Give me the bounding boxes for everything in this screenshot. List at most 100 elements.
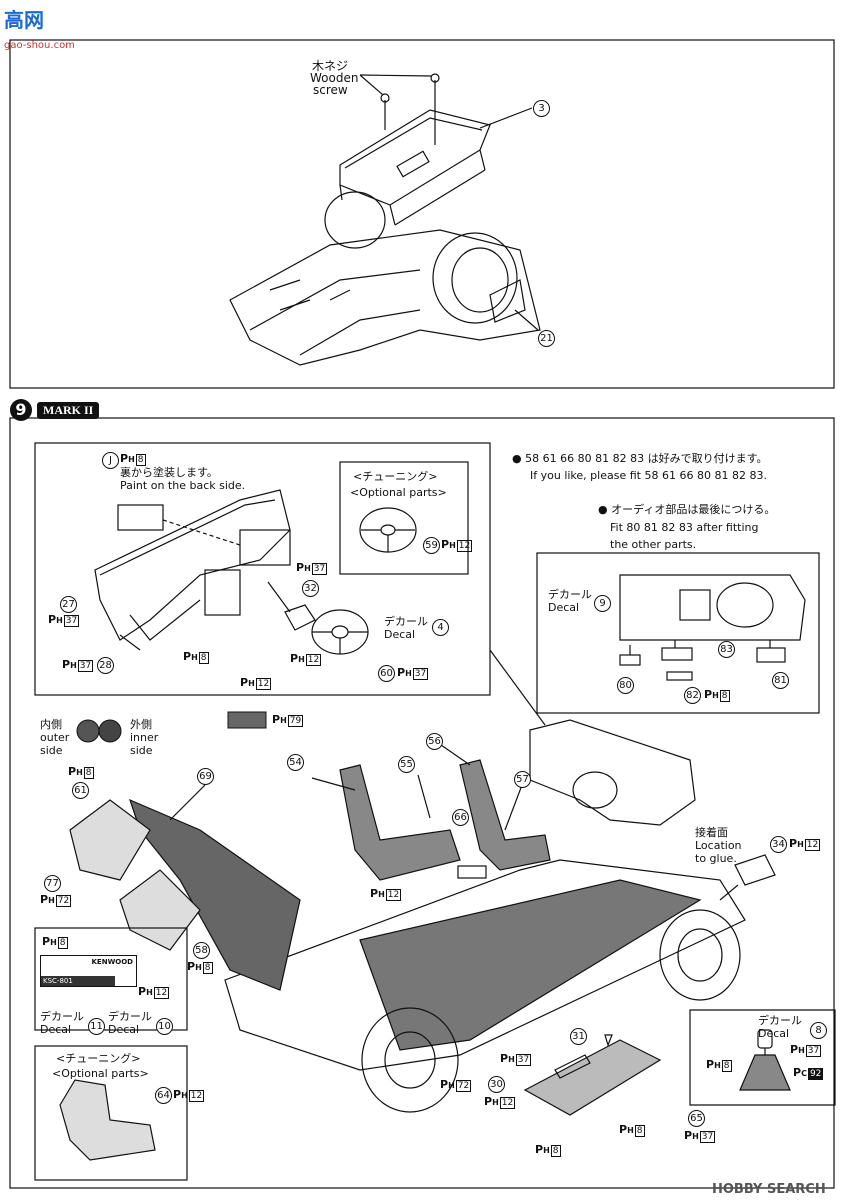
shift-boot [739, 1054, 791, 1091]
part-66 [457, 865, 487, 879]
part-number-77: 77 [44, 875, 61, 892]
wood-screw-2 [430, 73, 440, 83]
tuning-label-jp: <チューニング> [353, 470, 438, 483]
note-part: 80 [696, 469, 711, 482]
part-number-54: 54 [287, 754, 304, 771]
front-wheel-left [361, 1007, 459, 1113]
note-text-jp: は好みで取り付けます。 [647, 452, 768, 465]
decal-number-11: 11 [88, 1018, 105, 1035]
part-number-64: 64 [155, 1087, 172, 1104]
step9-frame [9, 417, 835, 1189]
note-optional-jp: ● 58 61 66 80 81 82 83 は好みで取り付けます。 [512, 452, 768, 465]
paint-code: 12 [255, 678, 272, 690]
note-text-en: If you like, please fit [530, 469, 641, 482]
kenwood-box [34, 927, 188, 1031]
step8-frame [9, 39, 835, 389]
model-label: MARK II [43, 403, 94, 417]
dashboard-27 [94, 489, 291, 641]
seat-54-55 [339, 764, 461, 881]
rear-wheel-arch [432, 232, 518, 324]
paint-code: 8 [57, 937, 68, 949]
paint-code: 79 [287, 715, 304, 727]
audio-detail-box [536, 552, 820, 714]
watermark-bottom: HOBBY SEARCH [712, 1182, 826, 1197]
floor-carpet-72 [359, 879, 702, 1051]
paint-code: 12 [188, 1090, 205, 1102]
paint-code: 12 [804, 839, 821, 851]
chassis-floor [229, 229, 541, 366]
paint-code: 8 [634, 1125, 645, 1137]
wood-screw-1 [380, 93, 390, 103]
paint-code: 37 [805, 1045, 822, 1057]
legend-inner-en1: outer [40, 731, 70, 744]
note-text-en: Fit [610, 521, 623, 534]
audio-80 [619, 654, 641, 666]
inner-outer-swatch-b [98, 719, 122, 743]
kenwood-decal-en-a: Decal [40, 1023, 72, 1036]
glue-label-jp: 接着面 [695, 826, 728, 839]
lever-30 [554, 1054, 591, 1079]
column-32 [284, 604, 316, 631]
part-number-61: 61 [72, 782, 89, 799]
legend-outer-en1: inner [130, 731, 159, 744]
dash-detail-box [34, 442, 491, 696]
audio-decal-jp: デカール [548, 588, 592, 601]
paint-code: 37 [699, 1131, 716, 1143]
note-text-en: after fitting [696, 521, 759, 534]
wood-screw-label-en2: screw [313, 83, 348, 97]
paint-code: 72 [55, 895, 72, 907]
knob-31 [604, 1034, 613, 1047]
shift-decal-jp: デカール [758, 1014, 802, 1027]
paint-code: 37 [311, 563, 328, 575]
part-number-57: 57 [514, 771, 531, 788]
paint-code: 8 [83, 767, 94, 779]
part-number-56: 56 [426, 733, 443, 750]
dash-lower-28 [119, 599, 201, 651]
part-number-81: 81 [772, 672, 789, 689]
note-optional-en: If you like, please fit 58 61 66 80 81 8… [530, 469, 767, 482]
audio-decal-en: Decal [548, 601, 580, 614]
car-floor [224, 859, 746, 1071]
note-audio-jp: ● オーディオ部品は最後につける。 [598, 503, 776, 516]
paint-code: 37 [515, 1054, 532, 1066]
note-part: 82 [731, 469, 746, 482]
tuning-box-59 [339, 461, 469, 575]
note-part: 83 [749, 469, 764, 482]
paint-code: 92 [807, 1068, 824, 1080]
part-number-28: 28 [97, 657, 114, 674]
legend-outer-en2: side [130, 744, 153, 757]
part-number-65: 65 [688, 1110, 705, 1127]
legend-inner-jp: 内側 [40, 718, 62, 731]
part-number-80: 80 [617, 677, 634, 694]
note-part: 83 [678, 521, 693, 534]
paint-code: 8 [135, 454, 146, 466]
part-number-58: 58 [193, 942, 210, 959]
decal-number-8: 8 [810, 1022, 827, 1039]
tuning-label-en: <Optional parts> [350, 486, 447, 499]
rear-seat-69 [129, 798, 301, 991]
door-panel-61 [69, 799, 151, 881]
paint-code: 8 [721, 1060, 732, 1072]
part-j [117, 504, 164, 531]
console-65 [523, 1039, 662, 1116]
step-badge: 9 [10, 399, 32, 421]
dash-panel [239, 529, 291, 566]
left-wheel-arch [324, 191, 386, 249]
paint-code: 8 [202, 962, 213, 974]
